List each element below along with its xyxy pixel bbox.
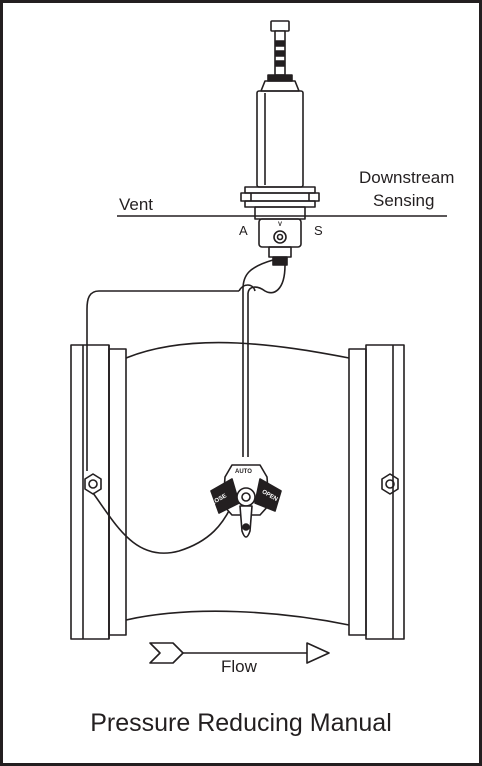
downstream-label: Downstream bbox=[359, 168, 455, 187]
sensing-label: Sensing bbox=[373, 191, 435, 210]
adjusting-screw bbox=[267, 20, 293, 82]
port-a-label: A bbox=[239, 223, 248, 238]
left-hex-plug bbox=[84, 473, 102, 495]
flow-label: Flow bbox=[221, 657, 257, 676]
valve-diagram bbox=[70, 20, 447, 664]
diagram-title: Pressure Reducing Manual bbox=[90, 709, 392, 737]
pilot-tubing bbox=[86, 259, 286, 554]
manual-ball-valve bbox=[210, 464, 282, 538]
pilot-port-circle bbox=[273, 230, 287, 244]
flow-arrow bbox=[149, 642, 330, 664]
port-s-label: S bbox=[314, 223, 323, 238]
main-valve-body bbox=[70, 341, 405, 640]
pilot-port-v-label: V bbox=[278, 222, 283, 228]
ball-valve-auto-label: AUTO bbox=[235, 469, 252, 475]
right-hex-plug bbox=[381, 473, 399, 495]
vent-label: Vent bbox=[119, 195, 154, 214]
pilot-control bbox=[240, 80, 320, 266]
